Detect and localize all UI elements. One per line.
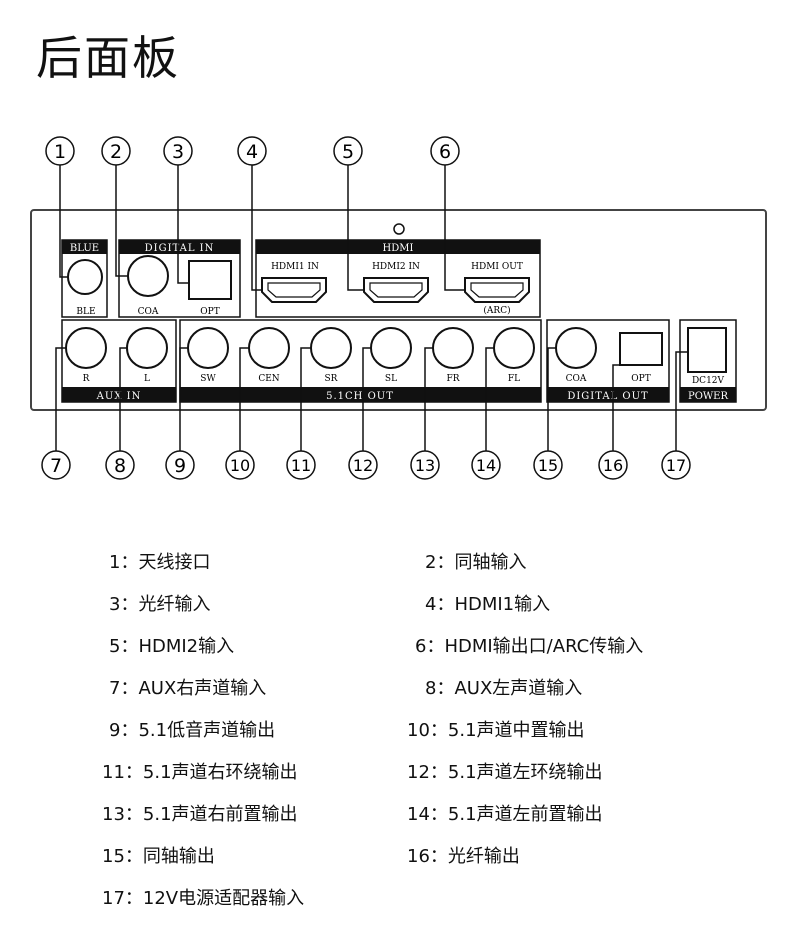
legend-item-16: 16：光纤输出	[407, 846, 520, 867]
port-label-hdmi-out: HDMI OUT	[471, 262, 523, 272]
optical-out-port-icon[interactable]	[619, 332, 663, 366]
hdmi-out-port-icon[interactable]	[464, 277, 530, 303]
hdmi2-in-port-icon[interactable]	[363, 277, 429, 303]
callout-13: 13	[415, 456, 435, 475]
legend-item-14: 14：5.1声道左前置输出	[407, 804, 603, 825]
callout-17: 17	[666, 456, 686, 475]
callout-7: 7	[50, 455, 62, 477]
callout-16: 16	[603, 456, 623, 475]
section-label-digital-in: DIGITAL IN	[145, 243, 215, 254]
port-label-coa-in: COA	[138, 307, 159, 317]
coaxial-out-port-icon[interactable]	[555, 327, 597, 369]
port-label-aux-r: R	[83, 374, 90, 384]
callout-15: 15	[538, 456, 558, 475]
fl-port-icon[interactable]	[493, 327, 535, 369]
port-label-fr: FR	[446, 374, 459, 384]
port-label-opt-in: OPT	[200, 307, 219, 317]
section-label-5-1ch-out: 5.1CH OUT	[326, 391, 394, 402]
legend-item-3: 3：光纤输入	[109, 594, 211, 615]
rear-panel-diagram: BLUE BLE DIGITAL IN COA OPT HDMI HDMI1 I…	[30, 136, 767, 480]
port-label-sr: SR	[325, 374, 338, 384]
callout-5: 5	[342, 141, 354, 163]
aux-l-port-icon[interactable]	[126, 327, 168, 369]
callout-1: 1	[54, 141, 66, 163]
callout-12: 12	[353, 456, 373, 475]
legend-item-1: 1：天线接口	[109, 552, 211, 573]
callout-6: 6	[439, 141, 451, 163]
port-label-opt-out: OPT	[631, 374, 650, 384]
legend-item-5: 5：HDMI2输入	[109, 636, 235, 657]
port-label-sl: SL	[385, 374, 397, 384]
legend-item-6: 6：HDMI输出口/ARC传输入	[415, 636, 644, 657]
legend-item-15: 15：同轴输出	[102, 846, 215, 867]
sw-port-icon[interactable]	[187, 327, 229, 369]
section-label-aux-in: AUX IN	[96, 391, 142, 402]
page-title: 后面板	[36, 31, 180, 85]
callout-9: 9	[174, 455, 186, 477]
legend-item-4: 4：HDMI1输入	[425, 594, 551, 615]
legend-item-9: 9：5.1低音声道输出	[109, 720, 276, 741]
port-label-cen: CEN	[258, 374, 279, 384]
callout-11: 11	[291, 456, 311, 475]
callout-14: 14	[476, 456, 496, 475]
port-label-dc12v: DC12V	[692, 376, 725, 386]
sl-port-icon[interactable]	[370, 327, 412, 369]
callout-markers-top: 1 2 3 4 5 6	[45, 136, 460, 166]
legend-item-8: 8：AUX左声道输入	[425, 678, 583, 699]
callout-markers-bottom: 7 8 9 10 11 12 13 14 15 16 17	[41, 450, 691, 480]
callout-3: 3	[172, 141, 184, 163]
section-label-blue: BLUE	[70, 243, 99, 254]
port-label-ble: BLE	[76, 307, 95, 317]
aux-r-port-icon[interactable]	[65, 327, 107, 369]
callout-leaders-top	[59, 165, 465, 291]
section-label-hdmi: HDMI	[383, 243, 414, 254]
callout-2: 2	[110, 141, 122, 163]
screw-icon	[393, 223, 405, 235]
section-label-power: POWER	[688, 391, 729, 402]
port-label-arc: (ARC)	[483, 305, 510, 316]
port-label-coa-out: COA	[566, 374, 587, 384]
hdmi1-in-port-icon[interactable]	[261, 277, 327, 303]
sr-port-icon[interactable]	[310, 327, 352, 369]
ble-antenna-port-icon[interactable]	[67, 259, 103, 295]
legend-item-11: 11：5.1声道右环绕输出	[102, 762, 298, 783]
callout-leaders-bottom	[55, 347, 688, 452]
callout-4: 4	[246, 141, 258, 163]
callout-10: 10	[230, 456, 250, 475]
legend-item-13: 13：5.1声道右前置输出	[102, 804, 298, 825]
fr-port-icon[interactable]	[432, 327, 474, 369]
coaxial-in-port-icon[interactable]	[127, 255, 169, 297]
legend-item-12: 12：5.1声道左环绕输出	[407, 762, 603, 783]
legend-item-2: 2：同轴输入	[425, 552, 527, 573]
port-label-hdmi2-in: HDMI2 IN	[372, 262, 420, 272]
port-label-sw: SW	[200, 374, 216, 384]
section-label-digital-out: DIGITAL OUT	[567, 391, 648, 402]
port-label-aux-l: L	[144, 374, 150, 384]
legend-item-10: 10：5.1声道中置输出	[407, 720, 585, 741]
port-label-hdmi1-in: HDMI1 IN	[271, 262, 319, 272]
callout-8: 8	[114, 455, 126, 477]
legend-item-17: 17：12V电源适配器输入	[102, 888, 305, 909]
dc-power-jack-icon[interactable]	[687, 327, 727, 373]
chassis-outline	[30, 209, 767, 411]
optical-in-port-icon[interactable]	[188, 260, 232, 300]
legend-item-7: 7：AUX右声道输入	[109, 678, 267, 699]
cen-port-icon[interactable]	[248, 327, 290, 369]
port-label-fl: FL	[508, 374, 520, 384]
